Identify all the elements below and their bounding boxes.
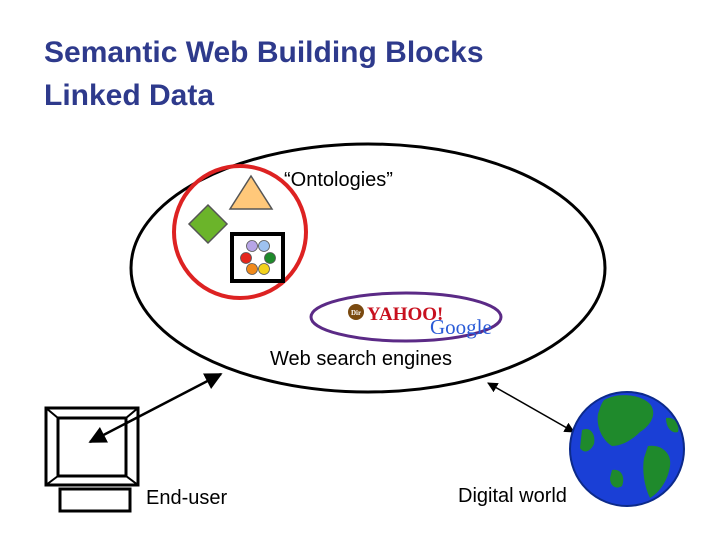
web-search-engines-label: Web search engines (270, 348, 452, 370)
dot-lightblue (258, 240, 270, 252)
dot-yellow (258, 263, 270, 275)
semantic-web-ellipse (129, 142, 607, 394)
dot-red (240, 252, 252, 264)
end-user-label: End-user (146, 487, 228, 509)
computer-keyboard (58, 487, 132, 513)
dot-green (264, 252, 276, 264)
slide-title-line1: Semantic Web Building Blocks (44, 36, 484, 69)
diamond-shape (187, 203, 229, 245)
search-engines-ellipse (309, 291, 503, 343)
ontologies-label: “Ontologies” (284, 169, 393, 191)
digital-world-label: Digital world (458, 485, 567, 507)
ontology-circle (172, 164, 308, 300)
globe-icon (569, 391, 685, 507)
yahoo-logo: YAHOO! (367, 304, 443, 325)
google-logo: Google (430, 315, 492, 339)
yahoo-dir-text: Dir (351, 309, 361, 317)
slide-title-line2: Linked Data (44, 79, 215, 112)
dot-orange (246, 263, 258, 275)
yahoo-dir-badge (348, 304, 364, 320)
user-web-arrow (88, 372, 223, 444)
web-world-arrow (487, 382, 575, 433)
dot-lavender (246, 240, 258, 252)
triangle-shape (228, 174, 274, 210)
computer-screen (56, 416, 128, 478)
